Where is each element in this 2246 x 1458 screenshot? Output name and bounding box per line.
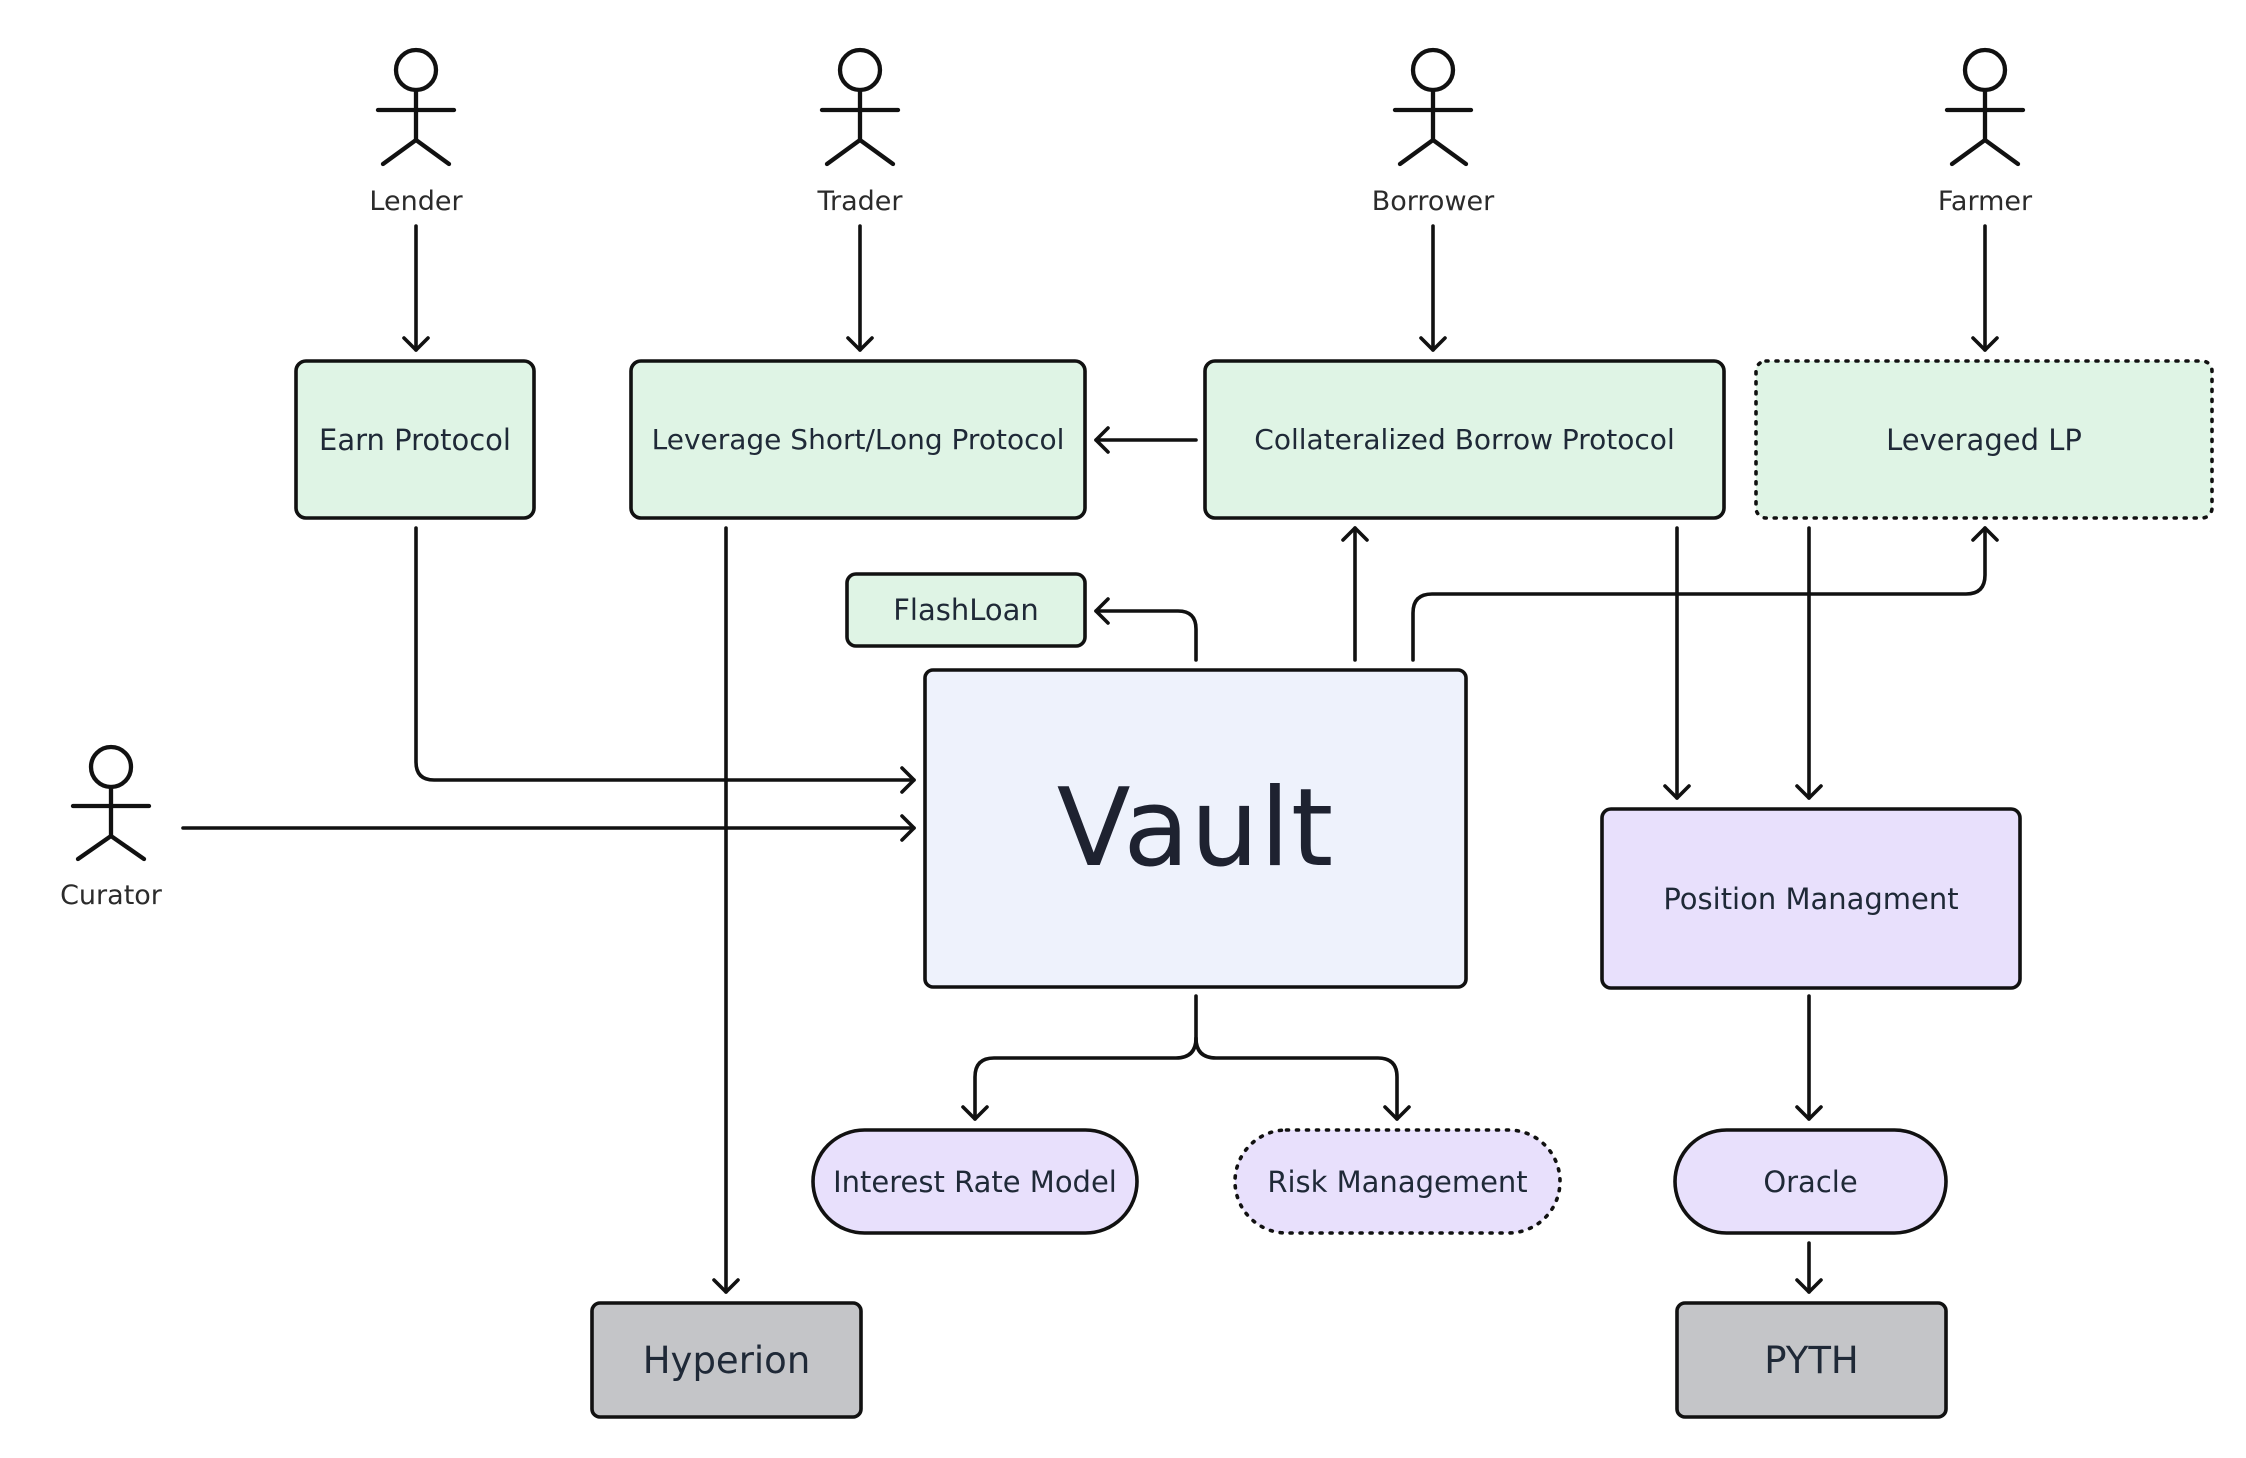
leveraged-lp-label: Leveraged LP [1886,422,2082,457]
trader-actor-icon [819,47,901,167]
edge-vault-to-interest-rate-model [961,994,1198,1121]
lender-actor-icon [375,47,457,167]
borrower-label: Borrower [1371,185,1495,217]
edge-borrower-to-collateral [1419,224,1447,352]
edge-leverage-to-hyperion [712,526,740,1294]
edge-collateral-to-position [1663,526,1691,800]
collateralized-borrow-label: Collateralized Borrow Protocol [1254,423,1675,456]
lender-label: Lender [369,185,463,217]
edge-vault-to-risk-management [1194,1036,1411,1121]
edge-lender-to-earn [402,224,430,352]
edge-earn-to-vault [414,526,916,794]
farmer-actor-icon [1944,47,2026,167]
interest-rate-model-node [811,1128,1139,1235]
edge-collateral-to-leverage [1094,426,1198,454]
pyth-label: PYTH [1764,1338,1859,1382]
interest-rate-model-label: Interest Rate Model [833,1164,1117,1199]
pyth-node [1675,1301,1948,1419]
leverage-protocol-label: Leverage Short/Long Protocol [651,423,1065,456]
collateralized-borrow-node [1203,359,1726,520]
edge-curator-to-vault [181,814,916,842]
flashloan-label: FlashLoan [893,593,1039,627]
farmer-label: Farmer [1937,185,2033,217]
oracle-label: Oracle [1763,1164,1858,1199]
edge-vault-to-collateral [1341,526,1369,662]
earn-protocol-label: Earn Protocol [319,422,511,457]
edge-vault-to-flashloan [1094,597,1198,662]
position-management-label: Position Managment [1663,881,1959,916]
risk-management-node [1233,1128,1562,1235]
leveraged-lp-node [1754,359,2214,520]
curator-label: Curator [60,879,162,911]
edge-oracle-to-pyth [1795,1241,1823,1294]
position-management-node [1600,807,2022,990]
flashloan-node [845,572,1087,648]
leverage-protocol-node [629,359,1087,520]
oracle-node [1673,1128,1948,1235]
edge-leveraged-lp-to-position [1795,526,1823,800]
risk-management-label: Risk Management [1267,1164,1528,1199]
edge-farmer-to-leveraged-lp [1971,224,1999,352]
curator-actor-icon [70,744,152,862]
vault-label: Vault [1056,766,1335,891]
edge-position-to-oracle [1795,994,1823,1121]
vault-node [923,668,1468,989]
edge-trader-to-leverage [846,224,874,352]
borrower-actor-icon [1392,47,1474,167]
hyperion-node [590,1301,863,1419]
trader-label: Trader [817,185,903,217]
hyperion-label: Hyperion [642,1338,811,1382]
edge-vault-to-leveraged-lp [1411,526,1999,662]
earn-protocol-node [294,359,536,520]
